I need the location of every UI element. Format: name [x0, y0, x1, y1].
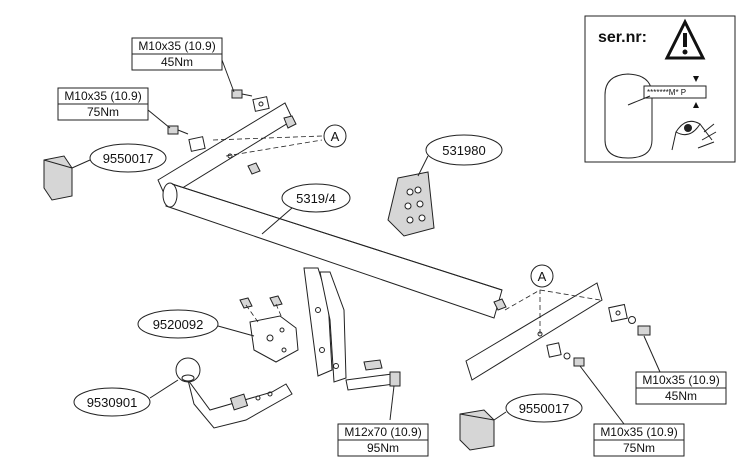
callout-9520092: 9520092 — [137, 309, 255, 339]
spec-box-top-center: M10x35 (10.9) 45Nm — [131, 37, 235, 93]
eye-icon — [671, 120, 717, 151]
callout-9530901: 9530901 — [73, 379, 179, 417]
callout-531980: 531980 — [417, 134, 503, 177]
spec-bolt: M12x70 (10.9) — [344, 425, 421, 439]
serial-plate — [643, 85, 707, 99]
callout-a-right: A — [530, 264, 554, 288]
spec-box-top-left: M10x35 (10.9) 75Nm — [57, 87, 171, 129]
serial-title: ser.nr: — [598, 29, 647, 46]
part-number: 5319/4 — [296, 191, 336, 206]
spec-bolt: M10x35 (10.9) — [64, 89, 141, 103]
part-number: 9520092 — [153, 317, 204, 332]
part-number: 9550017 — [103, 151, 154, 166]
spec-box-right-lower: M10x35 (10.9) 75Nm — [579, 365, 685, 457]
fasteners-right — [493, 289, 651, 367]
spec-torque: 45Nm — [161, 55, 193, 69]
part-number: 531980 — [442, 143, 485, 158]
drop-bracket-right — [319, 271, 347, 383]
right-mounting-plate — [465, 282, 603, 381]
serial-inset: ser.nr: *******M* P — [584, 15, 736, 163]
tow-ball — [175, 357, 201, 383]
callout-a-top: A — [323, 124, 347, 148]
spec-box-right-upper: M10x35 (10.9) 45Nm — [635, 335, 727, 405]
arrow-down-icon — [693, 76, 699, 82]
spec-bolt: M10x35 (10.9) — [642, 373, 719, 387]
callout-5319-4: 5319/4 — [261, 183, 351, 235]
callout-letter: A — [538, 269, 547, 284]
crossbar-assembly — [157, 102, 603, 383]
callout-letter: A — [331, 129, 340, 144]
serial-plate-text: *******M* P — [647, 88, 686, 97]
spec-torque: 45Nm — [665, 389, 697, 403]
arrow-up-icon — [693, 102, 699, 108]
callout-9550017-top: 9550017 — [71, 143, 167, 173]
left-mounting-plate — [157, 102, 294, 199]
bumper-pad-top — [43, 155, 73, 201]
ball-hitch — [175, 357, 293, 429]
spec-bolt: M10x35 (10.9) — [600, 425, 677, 439]
spec-torque: 75Nm — [623, 441, 655, 455]
bumper-pad-bottom — [459, 409, 495, 451]
tow-bar-head-outline — [604, 73, 653, 159]
part-number: 9550017 — [519, 401, 570, 416]
warning-icon — [664, 18, 706, 60]
spec-box-bottom-center: M12x70 (10.9) 95Nm — [337, 423, 429, 457]
part-number: 9530901 — [87, 395, 138, 410]
fasteners-top — [167, 89, 323, 175]
side-plate — [387, 171, 435, 237]
spec-bolt: M10x35 (10.9) — [138, 39, 215, 53]
spec-torque: 95Nm — [367, 441, 399, 455]
callout-9550017-bottom: 9550017 — [493, 393, 583, 423]
spec-torque: 75Nm — [87, 105, 119, 119]
socket-plate — [239, 295, 299, 363]
fasteners-bottom — [345, 359, 401, 421]
